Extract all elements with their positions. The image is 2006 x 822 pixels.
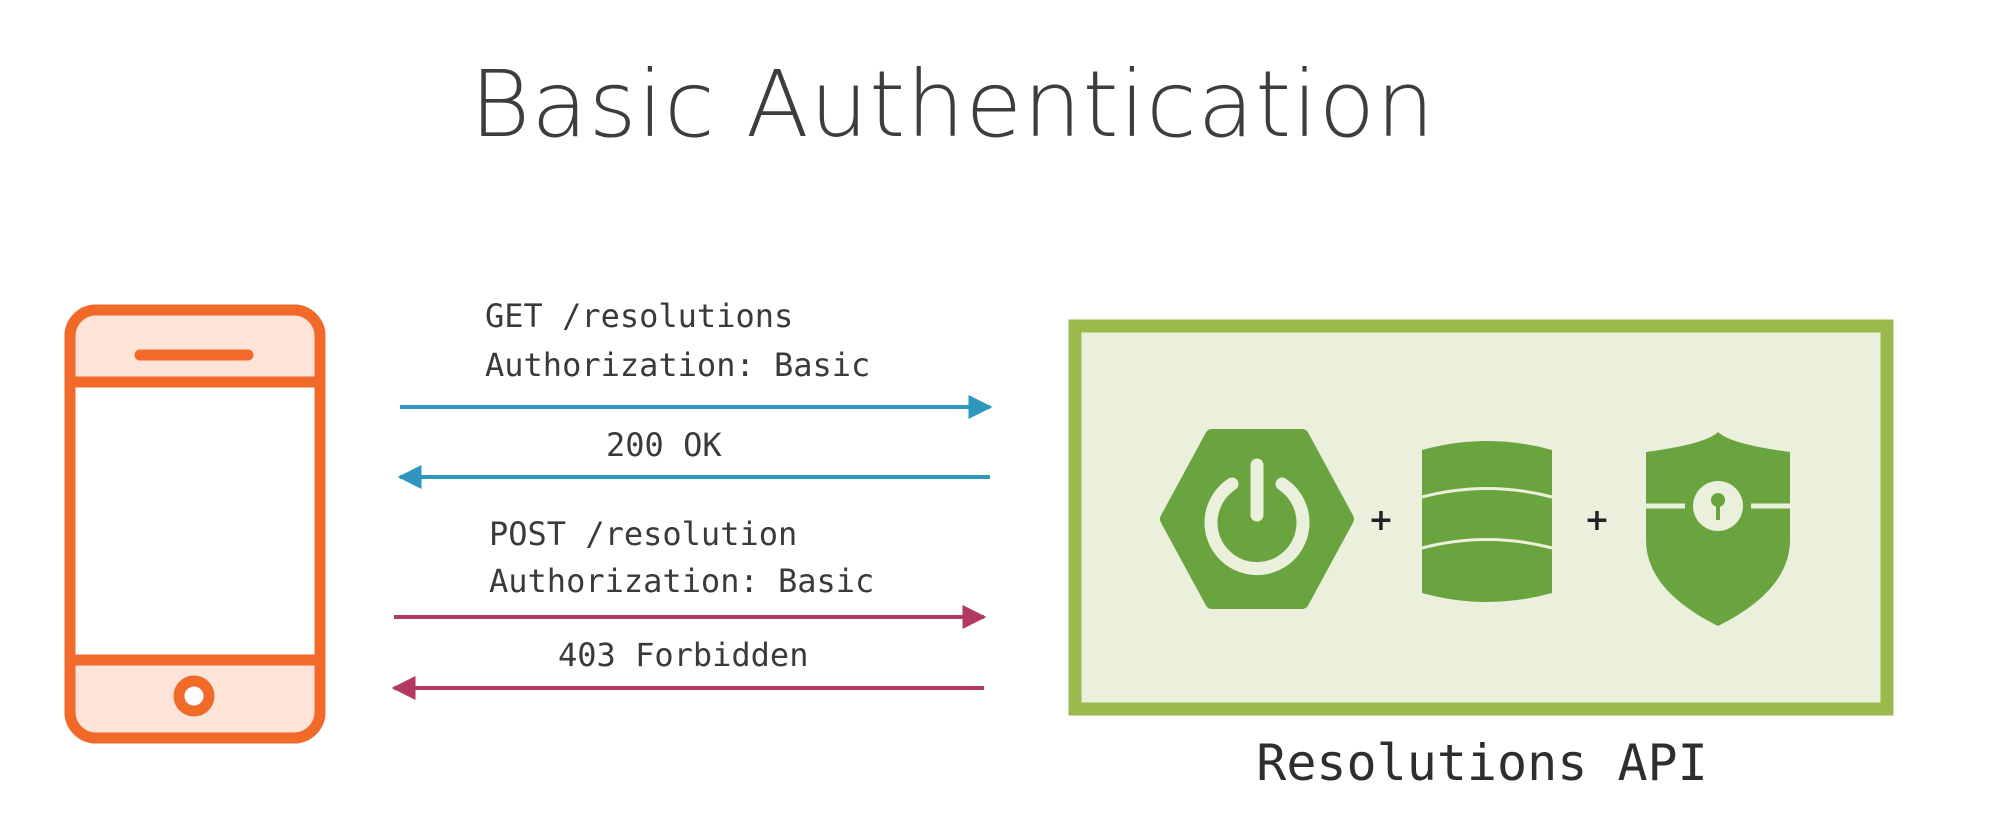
- spring-power-icon: [1160, 429, 1354, 609]
- post-request-line: POST /resolution: [489, 515, 797, 553]
- api-server-box: + +: [1068, 319, 1894, 716]
- database-icon: [1421, 441, 1553, 602]
- post-response: 403 Forbidden: [391, 636, 984, 700]
- get-auth-header: Authorization: Basic: [485, 346, 870, 384]
- get-request: GET /resolutions Authorization: Basic: [400, 297, 993, 419]
- post-request: POST /resolution Authorization: Basic: [394, 515, 987, 629]
- post-response-status: 403 Forbidden: [558, 636, 808, 674]
- post-auth-header: Authorization: Basic: [489, 562, 874, 600]
- security-shield-icon: [1646, 432, 1790, 626]
- smartphone-icon: [64, 304, 326, 744]
- slide-title: Basic Authentication: [470, 51, 1436, 158]
- api-label: Resolutions API: [1256, 734, 1708, 792]
- plus-sign: +: [1368, 503, 1393, 538]
- get-response: 200 OK: [397, 426, 990, 489]
- get-response-status: 200 OK: [606, 426, 722, 464]
- get-request-line: GET /resolutions: [485, 297, 793, 335]
- plus-sign: +: [1584, 503, 1609, 538]
